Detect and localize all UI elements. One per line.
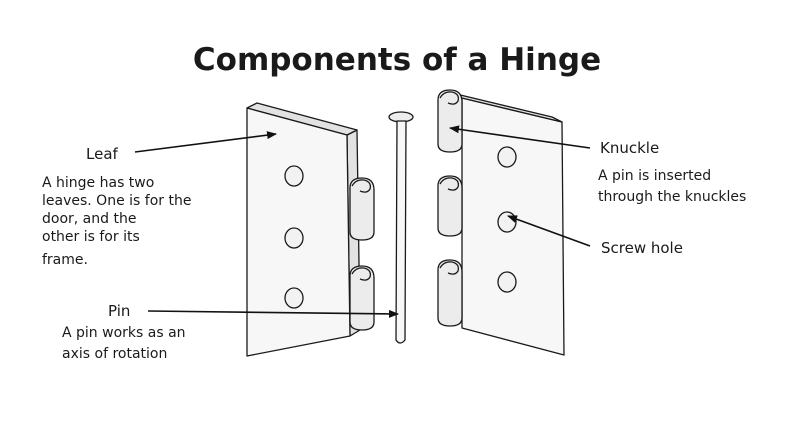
screw-hole: [497, 146, 517, 168]
pin: [388, 111, 414, 344]
left-leaf: [246, 102, 375, 357]
left-knuckle-lower: [349, 265, 375, 331]
pin-arrow: [147, 309, 399, 318]
right-knuckle-top: [437, 89, 463, 153]
screw-hole: [497, 271, 517, 293]
screw-hole-label: Screw hole: [601, 239, 683, 257]
leaf-label: Leaf: [86, 145, 119, 163]
pin-label: Pin: [108, 302, 130, 320]
pin-shaft: [395, 120, 407, 344]
left-knuckle-upper: [349, 177, 375, 241]
diagram-title: Components of a Hinge: [193, 42, 601, 78]
leaf-description: A hinge has two leaves. One is for the d…: [42, 175, 196, 268]
leaf-arrow: [134, 131, 277, 153]
screw-hole-arrow: [507, 215, 591, 247]
right-leaf: [437, 89, 565, 356]
screw-hole: [284, 227, 304, 249]
screw-hole: [497, 211, 517, 233]
screw-hole: [284, 165, 304, 187]
knuckle-label: Knuckle: [600, 139, 659, 157]
screw-hole: [284, 287, 304, 309]
pin-description: A pin works as an axis of rotation: [62, 325, 190, 362]
knuckle-arrow: [449, 125, 591, 149]
knuckle-description: A pin is inserted through the knuckles: [598, 168, 746, 205]
right-knuckle-middle: [437, 175, 463, 237]
right-knuckle-bottom: [437, 259, 463, 327]
